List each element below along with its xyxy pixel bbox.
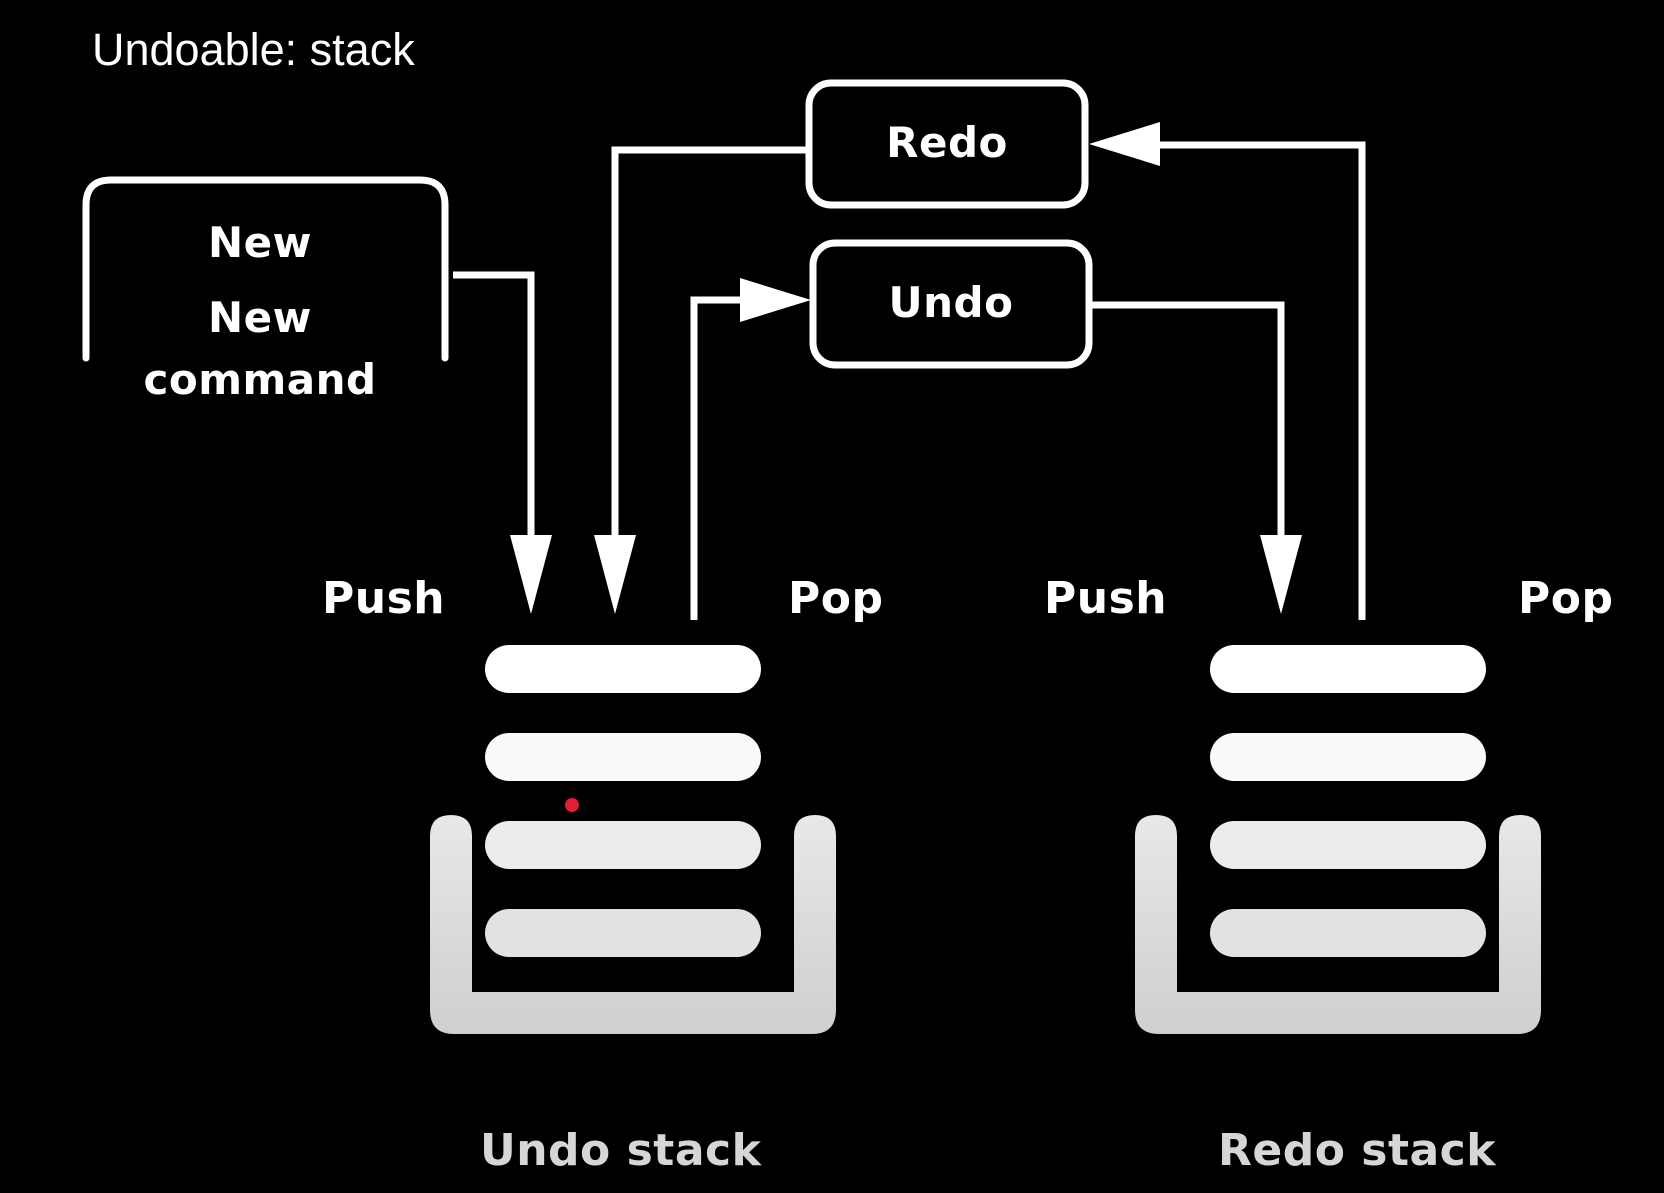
redo-stack-pop-to-redo-arrow bbox=[1150, 141, 1366, 620]
undo-stack-push-label: Push bbox=[322, 573, 446, 624]
redo-stack-item bbox=[1210, 909, 1486, 957]
redo-stack-item bbox=[1210, 645, 1486, 693]
redo-arrowhead bbox=[1089, 122, 1160, 166]
new-command-line3: command bbox=[143, 355, 377, 404]
undo-arrowhead bbox=[740, 278, 811, 322]
pointer-dot bbox=[565, 798, 579, 812]
redo-stack-bin bbox=[1135, 815, 1541, 1034]
redo-stack-pop-label: Pop bbox=[1518, 573, 1614, 624]
redo-stack-caption: Redo stack bbox=[1218, 1125, 1497, 1176]
undo-stack-pop-label: Pop bbox=[788, 573, 884, 624]
redo-stack-item bbox=[1210, 733, 1486, 781]
undo-stack-bin bbox=[430, 815, 836, 1034]
new-command-line2: New bbox=[208, 293, 312, 342]
redo-stack-item bbox=[1210, 821, 1486, 869]
undo-stack-item bbox=[485, 645, 761, 693]
undo-stack-item bbox=[485, 821, 761, 869]
page-title: Undoable: stack bbox=[92, 24, 415, 75]
undo-label: Undo bbox=[888, 278, 1014, 327]
new-command-to-undo-stack-arrow bbox=[453, 271, 535, 540]
undo-box bbox=[809, 239, 1093, 369]
redo-stack-push-arrowhead bbox=[1260, 535, 1302, 614]
undo-stack-caption: Undo stack bbox=[480, 1125, 762, 1176]
redo-box bbox=[805, 79, 1089, 209]
redo-stack-push-label: Push bbox=[1044, 573, 1168, 624]
undo-stack-item bbox=[485, 909, 761, 957]
new-command-arrowhead bbox=[510, 535, 552, 614]
redo-to-undo-stack-arrow bbox=[611, 146, 806, 540]
redo-push-arrowhead bbox=[594, 535, 636, 614]
redo-label: Redo bbox=[886, 118, 1008, 167]
undo-stack-pop-to-undo-arrow bbox=[690, 296, 750, 620]
new-command-box bbox=[82, 176, 449, 362]
undo-stack-item bbox=[485, 733, 761, 781]
undo-to-redo-stack-arrow bbox=[1092, 301, 1285, 540]
new-command-line1: New bbox=[208, 218, 312, 267]
